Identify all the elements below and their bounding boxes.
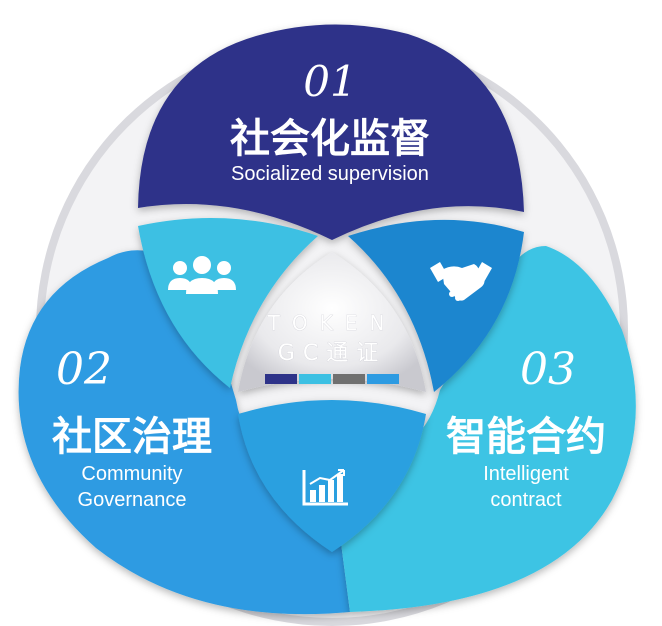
segment-03-title-cn: 智能合约 bbox=[446, 414, 606, 460]
segment-02-number: 02 bbox=[56, 344, 112, 395]
segment-03-title-en-line1: Intelligent bbox=[483, 463, 569, 485]
segment-03-number: 03 bbox=[520, 344, 576, 395]
center-gc-label: GC通证 bbox=[278, 341, 386, 366]
segment-02-title-cn: 社区治理 bbox=[52, 414, 212, 460]
petal-bottom bbox=[238, 400, 426, 552]
center-stripe bbox=[299, 374, 331, 384]
bar-chart-icon bbox=[302, 469, 348, 506]
center-stripe bbox=[265, 374, 297, 384]
center-stripe bbox=[333, 374, 365, 384]
center-stripe bbox=[367, 374, 399, 384]
segment-02-title-en-line2: Governance bbox=[78, 489, 187, 511]
center-hub bbox=[238, 252, 426, 392]
segment-socialized-supervision bbox=[138, 24, 524, 240]
segment-intelligent-contract bbox=[330, 246, 636, 612]
segment-community-governance bbox=[18, 250, 350, 615]
segment-02-title-en-line1: Community bbox=[81, 463, 182, 485]
center-color-stripes bbox=[265, 374, 399, 384]
segment-01-number: 01 bbox=[303, 57, 356, 106]
people-group-icon bbox=[168, 256, 236, 294]
segment-03-title-en-line2: contract bbox=[490, 489, 562, 511]
segment-01-title-en: Socialized supervision bbox=[231, 163, 429, 185]
center-token-label: TOKEN bbox=[267, 311, 397, 335]
petal-top-left bbox=[138, 218, 318, 388]
handshake-icon bbox=[430, 262, 492, 301]
petal-top-right bbox=[348, 219, 524, 392]
segment-01-title-cn: 社会化监督 bbox=[230, 116, 430, 162]
